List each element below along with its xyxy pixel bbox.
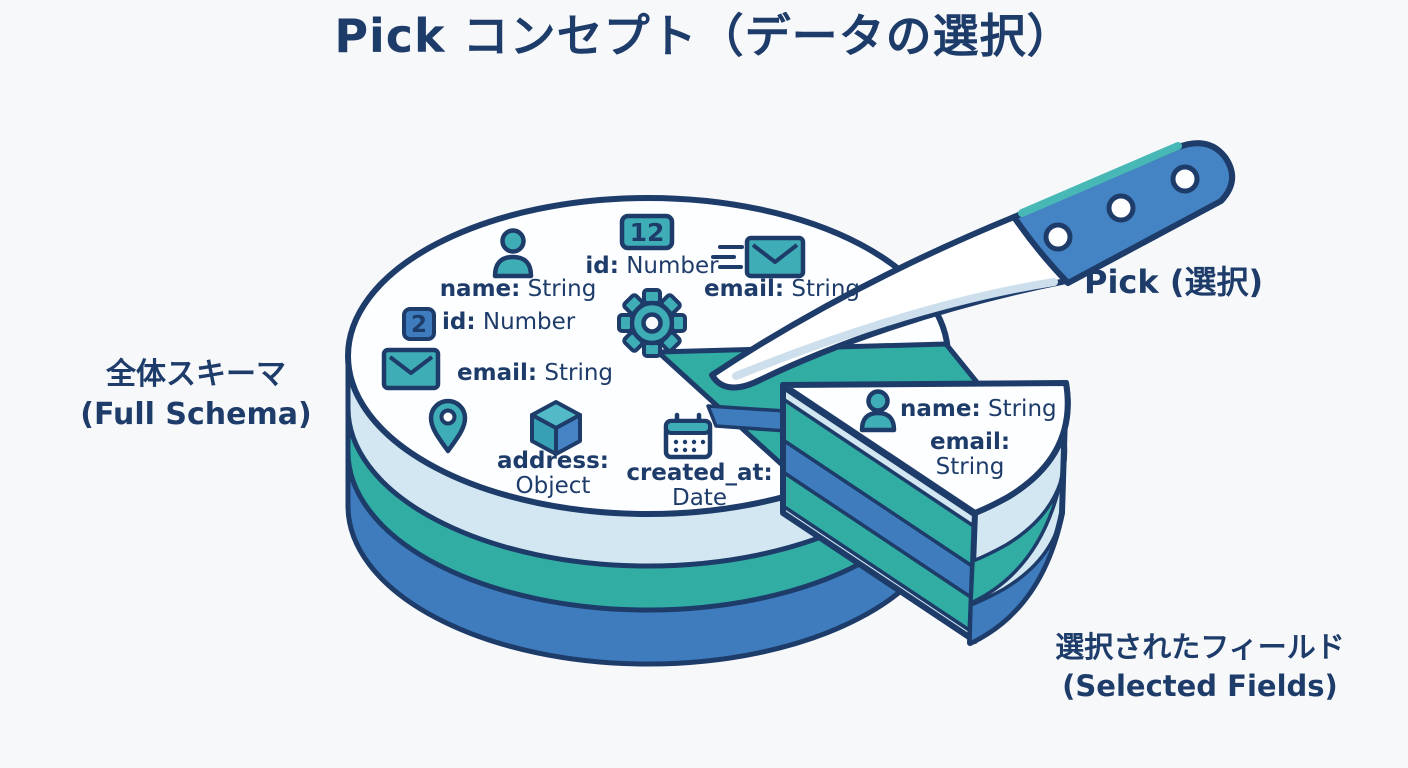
selected-fields-label-jp: 選択されたフィールド	[1055, 630, 1345, 664]
field-label-created-at: created_at:Date	[626, 460, 773, 511]
number-2-badge-icon: 2	[402, 307, 436, 341]
selected-fields-label-en: (Selected Fields)	[1062, 669, 1338, 703]
envelope-icon	[381, 347, 441, 391]
knife-pick-label: Pick (選択)	[1084, 263, 1264, 301]
field-label-slice-name: name: String	[900, 396, 1057, 422]
knife-rivets	[1043, 164, 1200, 252]
cube-icon	[530, 400, 582, 456]
slice-top-surface	[780, 380, 1071, 516]
full-schema-label-jp: 全体スキーマ	[106, 357, 286, 392]
knife	[709, 140, 1235, 391]
full-schema-label-en: (Full Schema)	[80, 397, 312, 432]
cake-slice	[780, 380, 1071, 646]
person-icon	[859, 389, 897, 433]
field-label-email-left: email: String	[457, 360, 614, 386]
location-pin-icon	[428, 398, 468, 454]
field-label-id-top: id: Number	[585, 253, 719, 279]
field-label-email-top: email: String	[703, 276, 860, 302]
number-12-badge-icon: 12	[619, 213, 675, 251]
person-icon	[492, 228, 534, 279]
field-label-slice-email: email:String	[929, 429, 1011, 480]
badge-12-text: 12	[630, 218, 665, 247]
calendar-icon	[663, 412, 713, 460]
badge-2-text: 2	[411, 312, 427, 338]
page-title: Pick コンセプト（データの選択）	[334, 9, 1074, 63]
field-label-id-left: id: Number	[442, 309, 576, 335]
knife-blade-bevel	[732, 278, 1058, 380]
field-label-name: name: String	[439, 276, 597, 302]
selected-fields-label: 選択されたフィールド (Selected Fields)	[1005, 628, 1395, 706]
knife-handle-teal-stripe	[1018, 142, 1182, 217]
calendar-dots	[673, 439, 706, 453]
send-envelope-icon	[711, 235, 806, 279]
gear-icon	[617, 288, 687, 358]
field-label-address: address:Object	[497, 448, 609, 499]
full-schema-label: 全体スキーマ (Full Schema)	[55, 355, 337, 435]
